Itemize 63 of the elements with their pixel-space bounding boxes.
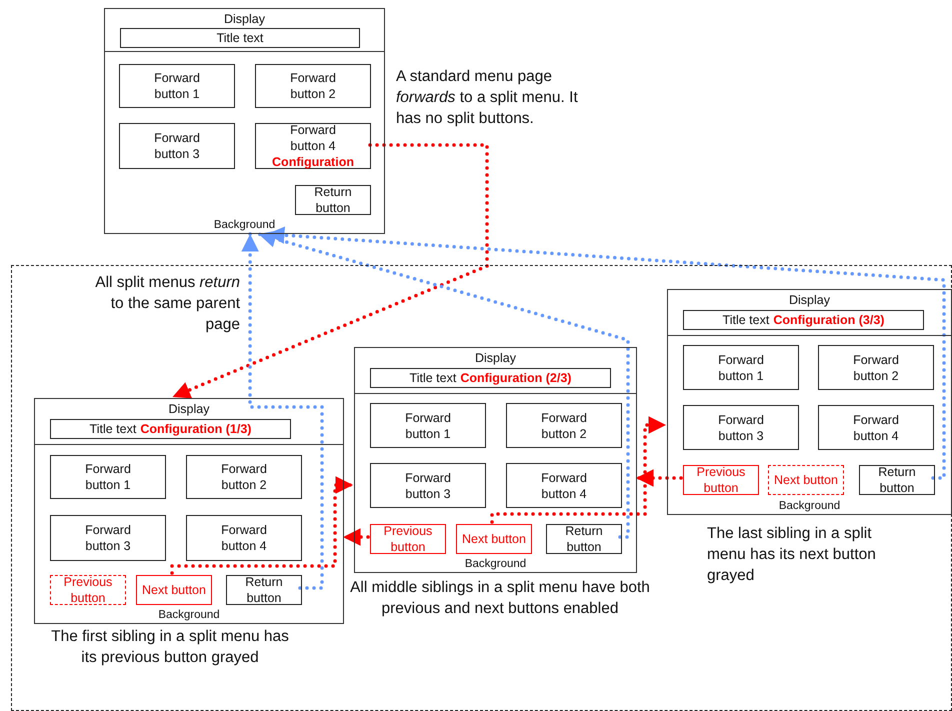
forward-button: Forward button 1 (370, 403, 486, 448)
forward-button (255, 123, 371, 169)
screen-mockup (34, 398, 344, 624)
title-bar (370, 368, 611, 388)
previous-button: Previous button (683, 465, 759, 495)
forward-button: Forward button 1 (683, 345, 799, 390)
arrow (490, 416, 668, 524)
title-bar (50, 419, 291, 439)
screen-mockup (104, 8, 385, 234)
title-text: Title text (410, 371, 456, 385)
display-label: Display (168, 402, 210, 416)
menu-name: Configuration (272, 154, 354, 170)
forward-button: Forward button 1 (119, 64, 235, 108)
arrow (634, 469, 683, 487)
background-label: Background (212, 219, 276, 231)
return-button: Return button (859, 465, 935, 495)
arrow (341, 528, 370, 546)
menu-name: Configuration (2/3) (460, 371, 572, 385)
arrow (256, 230, 630, 539)
return-button: Return button (546, 524, 622, 554)
forward-button: Forward button 2 (186, 455, 302, 499)
next-button: Next button (136, 575, 212, 605)
return-button: Return button (226, 575, 302, 605)
button-text: Forward button 4 (289, 122, 337, 154)
forward-button: Forward button 4 (186, 515, 302, 561)
note-text: The last sibling in a split menu has its next button grayed (707, 524, 877, 586)
display-label: Display (788, 293, 831, 307)
background-label: Background (464, 558, 528, 570)
next-button: Next button (768, 465, 844, 495)
screen-mockup (354, 347, 637, 573)
forward-button: Forward button 2 (506, 403, 622, 448)
previous-button: Previous button (370, 524, 446, 554)
forward-button: Forward button 1 (50, 455, 166, 499)
next-button: Next button (456, 524, 532, 554)
forward-button: Forward button 3 (119, 123, 235, 169)
arrow (170, 143, 489, 399)
forward-button: Forward button 4 (506, 463, 622, 508)
forward-button: Forward button 2 (818, 345, 934, 390)
menu-name: Configuration (3/3) (773, 313, 884, 327)
forward-button: Forward button 3 (370, 463, 486, 508)
forward-button: Forward button 3 (683, 405, 799, 450)
note-text: The first sibling in a split menu has its previous button grayed (50, 627, 290, 668)
arrow (170, 476, 355, 575)
title-text: Title text (90, 422, 136, 436)
forward-button: Forward button 4 (818, 405, 934, 450)
background-label: Background (157, 609, 221, 621)
return-button: Return button (295, 185, 371, 215)
forward-button: Forward button 3 (50, 515, 166, 561)
note-text: A standard menu page forwards to a split menu. It has no split buttons. (396, 67, 579, 129)
forward-button: Forward button 2 (255, 64, 371, 108)
menu-name: Configuration (1/3) (140, 422, 252, 436)
screen-mockup (667, 289, 952, 515)
title-text: Title text (722, 313, 770, 327)
group-frame (11, 265, 952, 711)
note-text: All split menus return to the same parent page (94, 273, 240, 335)
display-label: Display (474, 351, 517, 365)
title-bar (683, 310, 924, 330)
display-label: Display (223, 12, 266, 26)
title-bar: Title text (120, 28, 360, 48)
note-text: All middle siblings in a split menu have both previous and next buttons enabled (349, 578, 651, 619)
arrow (241, 232, 324, 590)
previous-button: Previous button (50, 575, 126, 605)
background-label: Background (778, 500, 842, 512)
